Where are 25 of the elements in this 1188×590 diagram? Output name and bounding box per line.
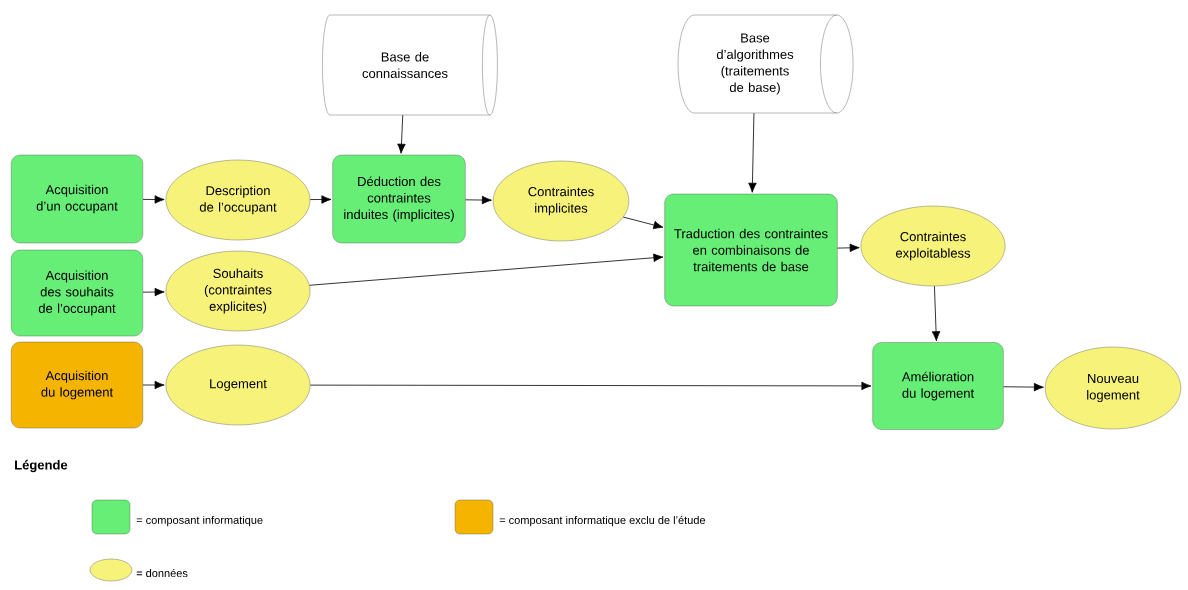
process-box: Acquisition des souhaits de l’occupant [10,249,144,337]
legend-text: = données [136,568,188,578]
arrow [309,253,664,286]
arrow [1003,382,1044,392]
process-box: Amélioration du logement [872,342,1004,430]
legend-title: Légende [15,459,68,473]
arrow [142,380,165,390]
arrow [309,195,332,204]
arrow [931,285,941,342]
arrow [309,381,872,391]
database-cylinder: Base d’algorithmes (traitements de base) [677,14,854,114]
arrow [837,243,860,252]
arrow [748,112,757,193]
arrow [397,114,406,154]
process-box: Acquisition du logement [10,341,144,429]
arrow [142,195,165,204]
arrow [622,216,664,230]
process-box: Déduction des contraintes induites (implicites) [332,154,466,244]
legend-text: = composant informatique exclu de l’étude [499,515,706,527]
process-box: Acquisition d’un occupant [10,154,144,244]
arrow [142,287,165,297]
process-box: Traduction des contraintes en combinaisons de traitements de base [664,193,838,307]
arrow [465,195,492,205]
legend-text: = composant informatique [136,515,263,527]
database-cylinder: Base de connaissances [322,14,498,116]
